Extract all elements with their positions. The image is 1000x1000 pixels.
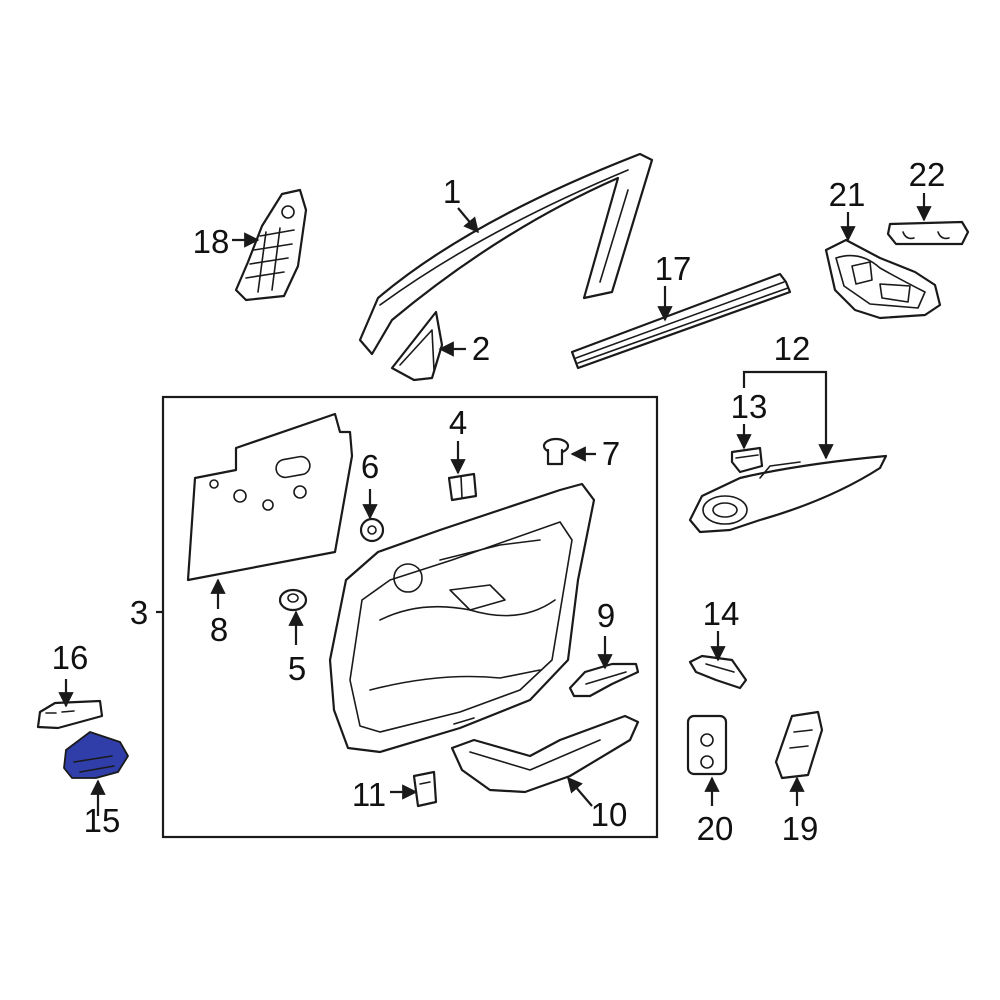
leader-lines <box>58 193 932 816</box>
callout-15: 15 <box>84 802 121 839</box>
part-7-grommet[interactable] <box>542 437 570 466</box>
callout-10: 10 <box>591 796 628 833</box>
part-8-water-shield[interactable] <box>186 412 354 582</box>
part-3-door-trim-panel[interactable] <box>328 482 596 754</box>
part-20-switch[interactable] <box>686 714 728 776</box>
callout-6: 6 <box>361 448 379 485</box>
callout-14: 14 <box>703 595 740 632</box>
callout-7: 7 <box>602 435 620 472</box>
part-17-belt-molding[interactable] <box>570 272 792 370</box>
part-19-switch-panel[interactable] <box>774 710 824 780</box>
part-13-clip[interactable] <box>730 446 764 474</box>
callout-17: 17 <box>655 250 692 287</box>
callout-5: 5 <box>288 650 306 687</box>
part-5-push-pin[interactable] <box>278 588 308 612</box>
callout-3: 3 <box>130 594 148 631</box>
part-10-armrest[interactable] <box>450 714 640 794</box>
part-11-clip[interactable] <box>412 770 438 808</box>
callout-4: 4 <box>449 404 467 441</box>
callout-2: 2 <box>472 330 490 367</box>
callout-13: 13 <box>731 388 768 425</box>
part-4-retainer[interactable] <box>447 472 478 502</box>
part-6-push-clip[interactable] <box>359 517 385 543</box>
callout-1: 1 <box>443 173 461 210</box>
callout-19: 19 <box>782 810 819 847</box>
part-1-window-frame-molding[interactable] <box>358 152 654 356</box>
part-9-door-handle[interactable] <box>568 662 640 698</box>
part-18-window-switch-panel[interactable] <box>234 188 308 302</box>
part-2-corner-trim[interactable] <box>390 310 444 382</box>
assembly-group-box <box>161 395 659 839</box>
callout-12: 12 <box>774 330 811 367</box>
part-12-trim-insert[interactable] <box>688 454 888 534</box>
callout-labels: 1 2 3 4 5 6 7 8 9 10 11 12 13 14 15 16 1… <box>52 156 946 847</box>
callout-8: 8 <box>210 611 228 648</box>
part-15-switch-housing[interactable] <box>63 731 129 779</box>
part-16-bracket[interactable] <box>36 699 104 730</box>
part-22-switch-cover[interactable] <box>886 220 970 246</box>
part-21-seat-switch-bezel[interactable] <box>824 238 942 320</box>
part-14-trim-piece[interactable] <box>688 654 748 690</box>
callout-18: 18 <box>193 223 230 260</box>
callout-16: 16 <box>52 639 89 676</box>
callout-11: 11 <box>352 776 386 813</box>
callout-21: 21 <box>829 176 866 213</box>
callout-20: 20 <box>697 810 734 847</box>
callout-22: 22 <box>909 156 946 193</box>
callout-9: 9 <box>597 597 615 634</box>
